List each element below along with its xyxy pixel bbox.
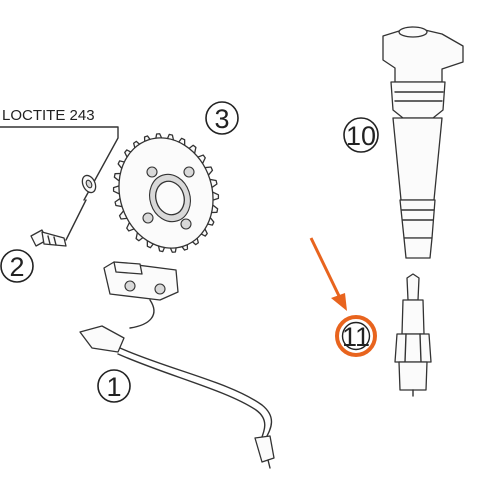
spark-plug <box>394 273 432 397</box>
callout-10: 10 <box>343 117 379 153</box>
sensor-cable <box>79 299 275 469</box>
callout-11-label: 11 <box>342 322 370 352</box>
loctite-leader-line <box>0 126 119 201</box>
callout-11: 11 <box>335 315 377 357</box>
loctite-label: LOCTITE 243 <box>2 107 95 124</box>
callout-1: 1 <box>97 369 131 403</box>
ignition-coil <box>382 26 464 259</box>
washer <box>81 174 97 194</box>
bolt <box>30 229 67 247</box>
callout-10-label: 10 <box>346 121 376 151</box>
sensor-bracket <box>103 261 179 301</box>
callout-1-label: 1 <box>106 372 121 402</box>
callout-3-label: 3 <box>214 104 229 134</box>
highlight-arrow <box>309 237 347 311</box>
bolt-leader-line <box>65 199 87 241</box>
trigger-wheel <box>112 133 220 253</box>
callout-3: 3 <box>205 101 239 135</box>
callout-2: 2 <box>0 249 34 283</box>
callout-2-label: 2 <box>9 252 24 282</box>
